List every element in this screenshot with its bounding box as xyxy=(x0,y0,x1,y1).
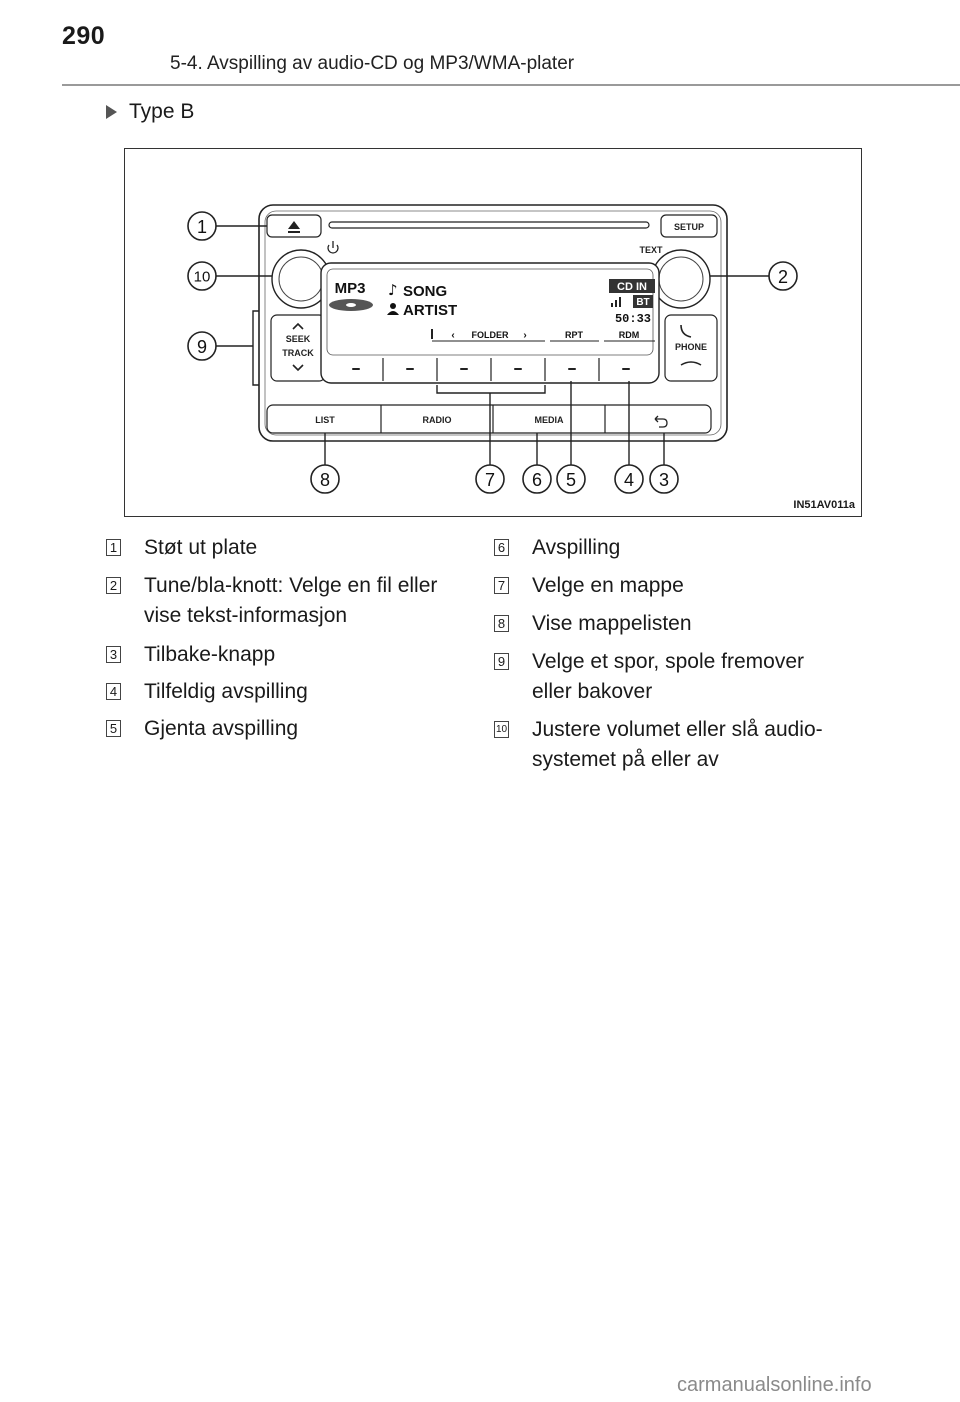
svg-text:7: 7 xyxy=(485,470,495,490)
callout-10: 10 xyxy=(187,261,217,291)
text-label: TEXT xyxy=(639,245,663,255)
radio-figure: SETUP TEXT SEEK TRACK PHONE MP3 ♪ SONG xyxy=(124,148,862,517)
legend-text: Vise mappelisten xyxy=(532,612,692,635)
callout-7: 7 xyxy=(475,464,505,494)
subheading: Type B xyxy=(106,100,194,124)
legend-text: Velge en mappe xyxy=(532,574,684,597)
list-button: LIST xyxy=(315,415,335,425)
svg-text:2: 2 xyxy=(778,267,788,287)
triangle-bullet-icon xyxy=(106,105,117,119)
power-icon xyxy=(327,241,339,254)
legend-number: 4 xyxy=(106,683,121,700)
legend-text: Avspilling xyxy=(532,536,621,559)
legend-item-10: 10 Justere volumet eller slå audio- syst… xyxy=(494,715,860,777)
note-icon: ♪ xyxy=(388,281,398,299)
svg-text:3: 3 xyxy=(659,470,669,490)
svg-text:6: 6 xyxy=(532,470,542,490)
track-label: TRACK xyxy=(282,348,314,358)
figure-code: IN51AV011a xyxy=(793,499,855,511)
legend-number: 7 xyxy=(494,577,509,594)
folder-label: FOLDER xyxy=(472,330,509,340)
callout-3: 3 xyxy=(649,464,679,494)
svg-text:10: 10 xyxy=(194,269,211,286)
legend-number: 3 xyxy=(106,646,121,663)
legend-text-line2: eller bakover xyxy=(532,680,653,703)
callout-5: 5 xyxy=(556,464,586,494)
legend-text: Tilbake-knapp xyxy=(144,643,276,666)
seek-label: SEEK xyxy=(286,334,311,344)
section-title: 5-4. Avspilling av audio-CD og MP3/WMA-p… xyxy=(170,53,575,74)
back-arrow-icon xyxy=(654,415,668,428)
legend-number: 2 xyxy=(106,577,121,594)
radio-illustration: SETUP TEXT SEEK TRACK PHONE MP3 ♪ SONG xyxy=(187,204,798,494)
phone-label: PHONE xyxy=(675,342,707,352)
legend-number: 5 xyxy=(106,720,121,737)
svg-text:5: 5 xyxy=(566,470,576,490)
svg-text:1: 1 xyxy=(197,217,207,237)
legend-item-9: 9 Velge et spor, spole fremover eller ba… xyxy=(494,647,860,709)
callout-4: 4 xyxy=(614,464,644,494)
callout-8: 8 xyxy=(310,464,340,494)
legend-text-line1: Tune/bla-knott: Velge en fil eller xyxy=(144,574,438,597)
legend-text-line2: vise tekst-informasjon xyxy=(144,604,348,627)
source-badge-text: CD IN xyxy=(617,281,647,293)
svg-text:‹: ‹ xyxy=(451,330,454,341)
eject-icon xyxy=(288,221,300,229)
legend-text-line2: systemet på eller av xyxy=(532,748,719,771)
legend-text: Gjenta avspilling xyxy=(144,717,299,740)
legend-number: 9 xyxy=(494,653,509,670)
callout-2: 2 xyxy=(768,261,798,291)
svg-text:4: 4 xyxy=(624,470,634,490)
phone-pickup-icon xyxy=(680,324,692,338)
watermark: carmanualsonline.info xyxy=(677,1374,872,1396)
svg-text:9: 9 xyxy=(197,337,207,357)
legend-number: 8 xyxy=(494,615,509,632)
radio-button: RADIO xyxy=(423,415,452,425)
rpt-label: RPT xyxy=(565,330,584,340)
legend-number: 1 xyxy=(106,539,121,556)
source-badge xyxy=(609,279,655,293)
cd-slot xyxy=(328,221,650,229)
bottom-button-row xyxy=(266,404,712,434)
phone-hangup-icon xyxy=(680,361,702,366)
callout-9: 9 xyxy=(187,331,217,361)
callout-1: 1 xyxy=(187,211,217,241)
softkey-marks xyxy=(352,368,630,370)
display-screen xyxy=(326,268,654,356)
header-divider xyxy=(62,84,960,86)
bt-badge xyxy=(633,295,653,308)
legend-text: Tilfeldig avspilling xyxy=(144,680,308,703)
phone-button xyxy=(664,314,718,382)
legend-item-2: 2 Tune/bla-knott: Velge en fil eller vis… xyxy=(106,571,478,633)
svg-text:8: 8 xyxy=(320,470,330,490)
setup-label: SETUP xyxy=(674,222,704,232)
softkeys xyxy=(382,358,600,381)
media-button: MEDIA xyxy=(535,415,565,425)
page-number: 290 xyxy=(62,22,106,50)
legend-text-line1: Justere volumet eller slå audio- xyxy=(532,718,823,741)
display-song: SONG xyxy=(403,283,447,300)
legend-number: 10 xyxy=(494,721,509,738)
subheading-text: Type B xyxy=(129,100,195,123)
svg-text:›: › xyxy=(523,330,526,341)
setup-button xyxy=(660,214,718,238)
bt-badge-text: BT xyxy=(636,297,649,308)
legend-text: Støt ut plate xyxy=(144,536,258,559)
rdm-label: RDM xyxy=(619,330,640,340)
display-artist: ARTIST xyxy=(403,302,457,319)
display-format: MP3 xyxy=(335,280,366,297)
legend-text-line1: Velge et spor, spole fremover xyxy=(532,650,804,673)
person-icon xyxy=(390,303,396,309)
callout-6: 6 xyxy=(522,464,552,494)
signal-icon xyxy=(611,297,621,307)
display-time: 50:33 xyxy=(615,312,651,326)
legend-number: 6 xyxy=(494,539,509,556)
